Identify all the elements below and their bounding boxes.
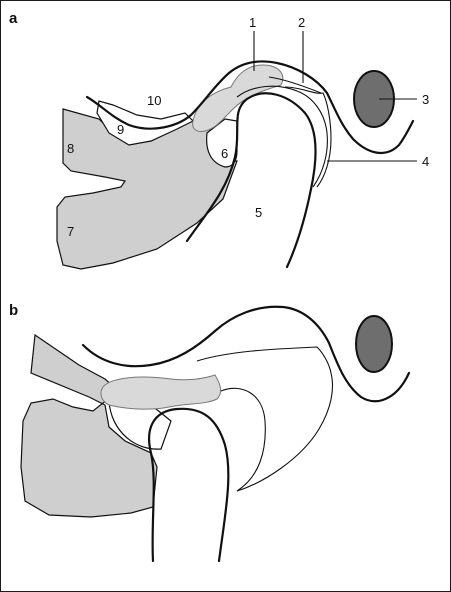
posterior-capsule-b	[220, 372, 334, 492]
callout-5: 5	[255, 205, 262, 220]
glenoid-fossa-outline	[85, 60, 415, 155]
callout-2: 2	[298, 15, 305, 30]
capsule-line-b	[196, 346, 332, 374]
callout-3: 3	[422, 92, 429, 107]
panel-b: b	[9, 302, 411, 563]
condyle-outline-b	[147, 407, 230, 563]
callout-8: 8	[67, 141, 74, 156]
callout-6: 6	[221, 146, 228, 161]
upper-joint-line	[268, 76, 322, 94]
callout-9: 9	[117, 122, 124, 137]
panel-a: a 1 2 3 4 5 6 7 8 9 10	[9, 10, 429, 270]
panel-b-label: b	[9, 302, 18, 319]
fossa-space-b	[108, 400, 172, 450]
callout-10: 10	[147, 93, 161, 108]
retrodiscal-line	[284, 86, 332, 188]
posterior-capsule-line	[236, 85, 328, 188]
callout-1: 1	[249, 15, 256, 30]
condyle-outline	[185, 92, 317, 269]
panel-a-label: a	[9, 10, 18, 27]
glenoid-fossa-outline-b	[81, 305, 411, 403]
ear-canal-b	[355, 315, 393, 373]
articular-disc-b	[100, 374, 222, 410]
callout-7: 7	[67, 224, 74, 239]
articular-disc	[192, 64, 284, 132]
callout-4: 4	[422, 154, 429, 169]
